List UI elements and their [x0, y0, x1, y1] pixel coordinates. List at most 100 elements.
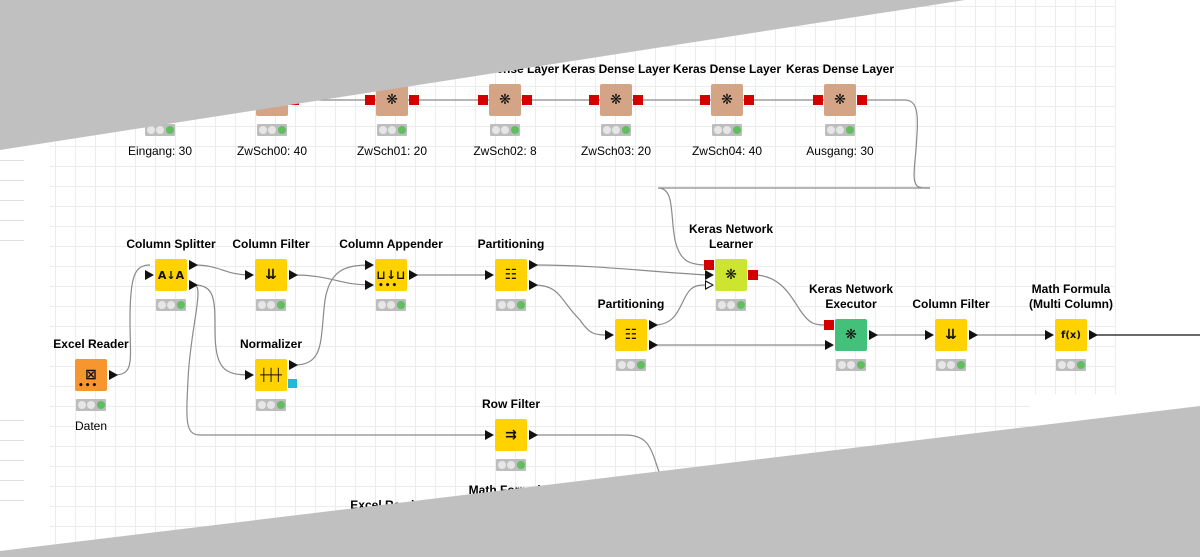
input-port[interactable] — [365, 280, 374, 290]
normalizer-node[interactable]: Normalizer ┼┼┼ — [240, 337, 302, 411]
input-port[interactable] — [813, 95, 823, 105]
neural-network-icon: ❋ — [715, 259, 747, 291]
keras-dense-layer-node[interactable]: Keras Dense Layer ❋ ZwSch03: 20 — [562, 62, 670, 158]
column-filter-node[interactable]: Column Filter ⇊ — [232, 237, 310, 311]
node-label[interactable]: Ausgang: 30 — [806, 144, 874, 158]
partitioning-node[interactable]: Partitioning ☷ — [478, 237, 544, 311]
keras-dense-layer-node[interactable]: Keras Dense Layer ❋ Ausgang: 30 — [786, 62, 894, 158]
output-port[interactable] — [649, 340, 658, 350]
output-port[interactable] — [289, 360, 298, 370]
partition-icon: ☷ — [495, 259, 527, 291]
output-port[interactable] — [289, 95, 299, 105]
connection — [753, 274, 829, 326]
input-port[interactable] — [485, 270, 494, 280]
formula-icon: f(x) — [1055, 319, 1087, 351]
output-port[interactable] — [529, 430, 538, 440]
neural-network-icon: ❋ — [711, 84, 743, 116]
status-indicator — [1056, 359, 1086, 371]
keras-dense-layer-node[interactable]: Keras Dense Layer ❋ Eingang: 30 — [106, 62, 214, 158]
input-port[interactable] — [245, 95, 255, 105]
status-indicator — [825, 124, 855, 136]
neural-network-icon: ❋ — [835, 319, 867, 351]
formula-icon-text: f(x) — [1061, 329, 1081, 341]
output-port[interactable] — [522, 95, 532, 105]
input-port[interactable] — [605, 330, 614, 340]
excel-reader-node[interactable]: Excel Reader — [350, 498, 425, 552]
column-filter-icon: ⇊ — [255, 259, 287, 291]
network-input-port[interactable] — [824, 320, 834, 330]
keras-dense-layer-node[interactable]: Keras Dense Layer ❋ ZwSch00: 40 — [218, 62, 326, 158]
status-indicator — [936, 359, 966, 371]
status-indicator — [712, 124, 742, 136]
connection — [193, 264, 251, 276]
output-port[interactable] — [529, 280, 538, 290]
partition-icon: ☷ — [615, 319, 647, 351]
title-line: Keras Network — [688, 222, 774, 236]
row-filter-node[interactable]: Row Filter ⇉ — [482, 397, 540, 471]
output-port[interactable] — [177, 95, 187, 105]
keras-dense-layer-node[interactable]: Keras Dense Layer ❋ ZwSch01: 20 — [338, 62, 446, 158]
output-port[interactable] — [969, 330, 978, 340]
output-port[interactable] — [289, 270, 298, 280]
input-port[interactable] — [485, 430, 494, 440]
input-port[interactable] — [925, 330, 934, 340]
connection — [113, 264, 151, 376]
input-port[interactable] — [825, 340, 834, 350]
output-port[interactable] — [649, 320, 658, 330]
column-filter-node[interactable]: Column Filter ⇊ — [912, 297, 990, 371]
connection — [293, 264, 371, 366]
normalizer-icon: ┼┼┼ — [255, 359, 287, 391]
output-port[interactable] — [409, 270, 418, 280]
status-indicator — [616, 359, 646, 371]
node-title: Normalizer — [239, 337, 303, 351]
status-indicator — [496, 459, 526, 471]
output-port[interactable] — [748, 270, 758, 280]
math-formula-multi-column-node[interactable]: Math Formula(Multi Column) f(x) — [1029, 282, 1113, 371]
input-port[interactable] — [700, 95, 710, 105]
output-port[interactable] — [529, 260, 538, 270]
node-title: Partitioning — [477, 237, 545, 251]
output-port[interactable] — [109, 370, 118, 380]
output-port[interactable] — [857, 95, 867, 105]
input-port[interactable] — [589, 95, 599, 105]
output-port[interactable] — [744, 95, 754, 105]
status-indicator — [601, 124, 631, 136]
output-port[interactable] — [189, 260, 198, 270]
column-appender-icon: ⊔↓⊔••• — [375, 259, 407, 291]
output-port[interactable] — [869, 330, 878, 340]
input-port[interactable] — [705, 270, 714, 280]
neural-network-icon: ❋ — [824, 84, 856, 116]
connection — [293, 274, 371, 286]
node-title: Math Formula(Multi Column) — [981, 282, 1161, 312]
status-indicator — [490, 124, 520, 136]
status-indicator — [257, 124, 287, 136]
output-port[interactable] — [633, 95, 643, 105]
keras-dense-layer-node[interactable]: Keras Dense Layer ❋ ZwSch04: 40 — [673, 62, 781, 158]
ruler-tick — [0, 240, 24, 241]
input-port[interactable] — [478, 95, 488, 105]
network-input-port[interactable] — [704, 260, 714, 270]
input-port[interactable] — [145, 270, 154, 280]
node-label[interactable]: Daten — [74, 419, 108, 433]
model-output-port[interactable] — [288, 379, 297, 388]
column-splitter-node[interactable]: Column Splitter A↓A — [126, 237, 216, 311]
keras-dense-layer-node[interactable]: Keras Dense Layer ❋ ZwSch02: 8 — [451, 62, 559, 158]
output-port[interactable] — [409, 95, 419, 105]
column-appender-node[interactable]: Column Appender ⊔↓⊔••• — [339, 237, 443, 311]
input-port[interactable] — [245, 270, 254, 280]
partitioning-node[interactable]: Partitioning ☷ — [598, 297, 664, 371]
output-port[interactable] — [1089, 330, 1098, 340]
neural-network-icon: ❋ — [144, 84, 176, 116]
excel-reader-node[interactable]: Excel Reader ⊠••• Daten — [53, 337, 128, 433]
input-port[interactable] — [365, 95, 375, 105]
input-port[interactable] — [245, 370, 254, 380]
input-port[interactable] — [1045, 330, 1054, 340]
input-port[interactable] — [365, 260, 374, 270]
math-formula-node[interactable]: Math Formula — [469, 483, 548, 537]
optional-input-port[interactable] — [705, 280, 714, 290]
output-port[interactable] — [189, 280, 198, 290]
title-line: Keras Network — [808, 282, 894, 296]
